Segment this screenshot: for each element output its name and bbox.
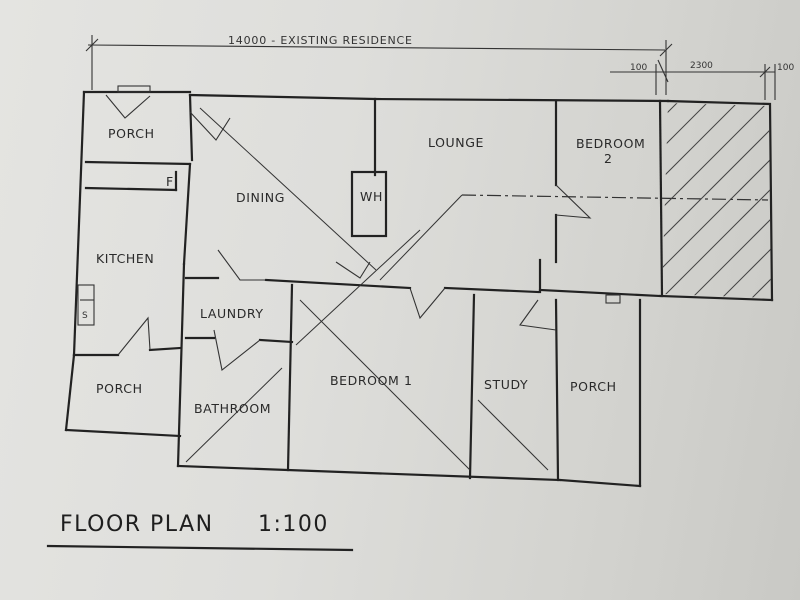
door-swings bbox=[105, 94, 592, 371]
room-label-bedroom1: BEDROOM 1 bbox=[330, 373, 413, 388]
room-label-wh: WH bbox=[360, 189, 383, 204]
right-gap-dimension-label: 100 bbox=[777, 63, 794, 73]
sink-label: S bbox=[82, 311, 88, 321]
hatched-extension bbox=[662, 103, 771, 298]
plan-title: FLOOR PLAN bbox=[60, 512, 214, 537]
room-label-bedroom2-number: 2 bbox=[604, 151, 613, 166]
room-label-study: STUDY bbox=[484, 377, 528, 392]
room-label-lounge: LOUNGE bbox=[428, 135, 484, 150]
title-underline bbox=[46, 544, 354, 552]
diagonal-lines bbox=[185, 107, 549, 471]
room-label-dining: DINING bbox=[236, 190, 285, 205]
inner-walls bbox=[72, 85, 664, 482]
room-label-bathroom: BATHROOM bbox=[194, 401, 271, 416]
left-gap-dimension-label: 100 bbox=[630, 63, 647, 73]
centre-line bbox=[461, 194, 769, 201]
fridge-label: F bbox=[166, 174, 174, 189]
extension-dimension-label: 2300 bbox=[690, 61, 713, 71]
outer-walls bbox=[64, 90, 774, 488]
room-label-porch-sw: PORCH bbox=[96, 381, 143, 396]
room-label-kitchen: KITCHEN bbox=[96, 251, 154, 266]
room-label-laundry: LAUNDRY bbox=[200, 306, 264, 321]
room-label-porch-se: PORCH bbox=[570, 379, 617, 394]
existing-dimension-label: 14000 - EXISTING RESIDENCE bbox=[228, 34, 413, 47]
plan-scale: 1:100 bbox=[258, 512, 329, 537]
room-label-porch-nw: PORCH bbox=[108, 126, 155, 141]
room-label-bedroom2: BEDROOM bbox=[576, 136, 645, 151]
dimension-lines bbox=[85, 35, 776, 100]
